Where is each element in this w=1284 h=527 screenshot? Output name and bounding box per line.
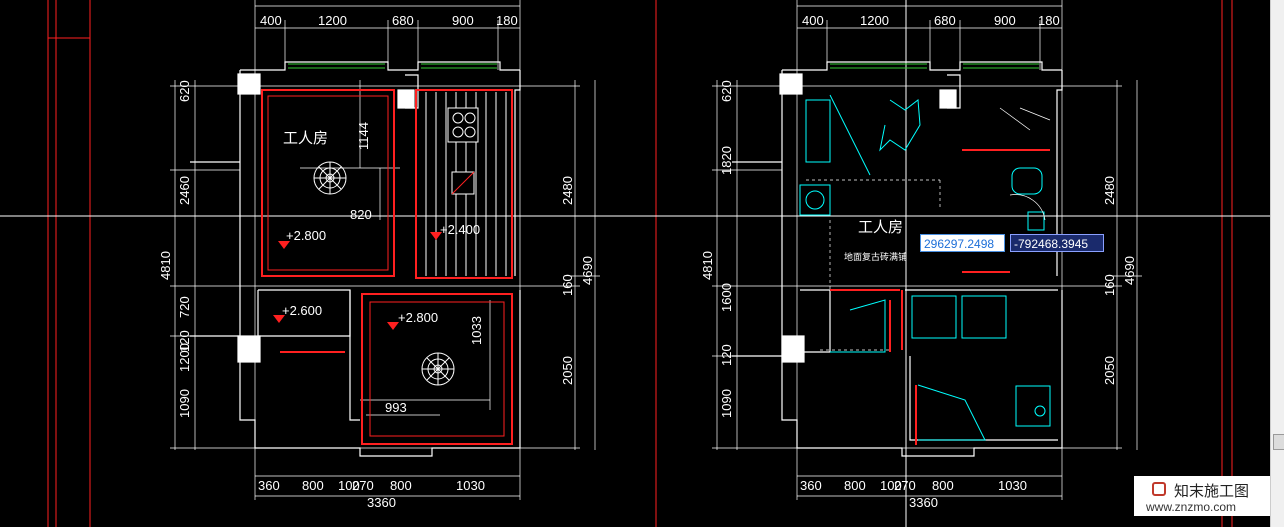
level-marker-icon bbox=[278, 241, 290, 249]
dim-left: 620 bbox=[177, 80, 192, 102]
dim-left: 120 bbox=[177, 330, 192, 352]
floor-note: 地面复古砖满铺 bbox=[844, 251, 907, 263]
dim-bottom: 800 bbox=[302, 478, 324, 493]
dim-bottom: 800 bbox=[844, 478, 866, 493]
level-marker-icon bbox=[273, 315, 285, 323]
watermark-logo-icon bbox=[1152, 482, 1166, 496]
dim-bottom-total: 3360 bbox=[367, 495, 396, 510]
dim-right: 2050 bbox=[1102, 356, 1117, 385]
coordinate-x-input[interactable]: 296297.2498 bbox=[920, 234, 1005, 252]
dim-right: 160 bbox=[560, 274, 575, 296]
dim-bottom: 800 bbox=[932, 478, 954, 493]
dim-left: 720 bbox=[177, 296, 192, 318]
dim-inner: 820 bbox=[350, 207, 372, 222]
dim-top: 1200 bbox=[860, 13, 889, 28]
watermark-name: 知末施工图 bbox=[1174, 482, 1250, 500]
dim-left: 1820 bbox=[719, 146, 734, 175]
dim-bottom: 100 bbox=[880, 478, 902, 493]
level-label: +2.400 bbox=[440, 222, 480, 237]
dim-bottom: 1030 bbox=[998, 478, 1027, 493]
dim-top: 1200 bbox=[318, 13, 347, 28]
level-marker-icon bbox=[387, 322, 399, 330]
dim-right: 4690 bbox=[580, 256, 595, 285]
dim-top: 900 bbox=[994, 13, 1016, 28]
fixtures bbox=[799, 94, 1051, 441]
dim-top: 180 bbox=[496, 13, 518, 28]
dim-top: 180 bbox=[1038, 13, 1060, 28]
dim-right: 160 bbox=[1102, 274, 1117, 296]
dim-bottom: 270 bbox=[894, 478, 916, 493]
watermark: 知末施工图 www.znzmo.com bbox=[1134, 476, 1270, 516]
dim-left: 4810 bbox=[700, 251, 715, 280]
ceiling-lamp-icon bbox=[313, 161, 347, 195]
level-label: +2.600 bbox=[282, 303, 322, 318]
dim-bottom: 270 bbox=[352, 478, 374, 493]
dim-top: 680 bbox=[934, 13, 956, 28]
vertical-scrollbar[interactable] bbox=[1270, 0, 1284, 527]
dim-left: 2460 bbox=[177, 176, 192, 205]
dim-bottom: 100 bbox=[338, 478, 360, 493]
dim-inner: 1144 bbox=[356, 122, 371, 150]
dim-left: 4810 bbox=[158, 251, 173, 280]
room-label: 工人房 bbox=[858, 218, 903, 236]
ceiling-lamp-icon bbox=[421, 352, 455, 386]
dim-bottom: 1030 bbox=[456, 478, 485, 493]
left-plan: 400 1200 680 900 180 360 800 100 270 800… bbox=[158, 0, 600, 510]
dim-left: 1090 bbox=[177, 389, 192, 418]
dim-left: 1200 bbox=[177, 343, 192, 372]
dim-right: 2050 bbox=[560, 356, 575, 385]
level-marker-icon bbox=[430, 232, 442, 240]
dim-bottom: 360 bbox=[800, 478, 822, 493]
dim-right: 4690 bbox=[1122, 256, 1137, 285]
dim-inner: 993 bbox=[385, 400, 407, 415]
dim-left: 120 bbox=[719, 344, 734, 366]
dim-top: 400 bbox=[260, 13, 282, 28]
dim-top: 900 bbox=[452, 13, 474, 28]
watermark-url: www.znzmo.com bbox=[1146, 500, 1237, 514]
level-label: +2.800 bbox=[398, 310, 438, 325]
dim-left: 1600 bbox=[719, 283, 734, 312]
dim-top: 400 bbox=[802, 13, 824, 28]
dim-bottom: 360 bbox=[258, 478, 280, 493]
dim-inner: 1033 bbox=[469, 316, 484, 345]
dim-left: 620 bbox=[719, 80, 734, 102]
dim-top: 680 bbox=[392, 13, 414, 28]
room-label: 工人房 bbox=[283, 129, 328, 147]
level-label: +2.800 bbox=[286, 228, 326, 243]
scrollbar-thumb[interactable] bbox=[1273, 434, 1284, 450]
dim-right: 2480 bbox=[1102, 176, 1117, 205]
dim-left: 1090 bbox=[719, 389, 734, 418]
coordinate-y-input[interactable]: -792468.3945 bbox=[1010, 234, 1104, 252]
dim-bottom-total: 3360 bbox=[909, 495, 938, 510]
dim-right: 2480 bbox=[560, 176, 575, 205]
dim-bottom: 800 bbox=[390, 478, 412, 493]
drawing-frame bbox=[47, 0, 1233, 527]
right-plan: 400 1200 680 900 180 360 800 100 270 800… bbox=[700, 0, 1142, 510]
